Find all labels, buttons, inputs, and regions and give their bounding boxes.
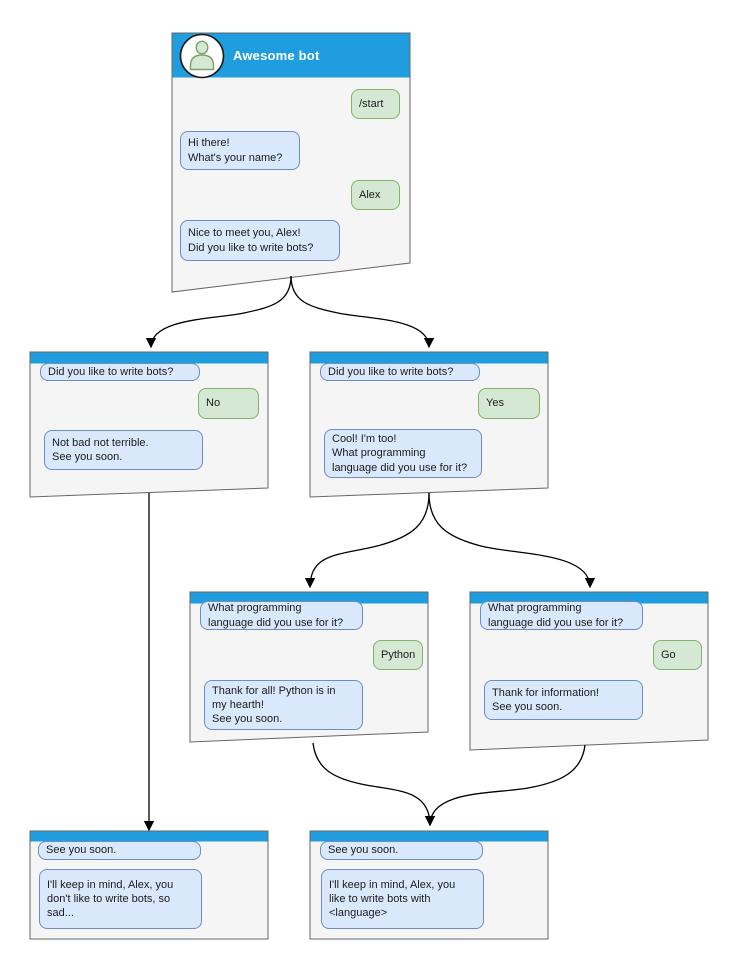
avatar [179, 33, 225, 79]
bot-message-bubble: Nice to meet you, Alex! Did you like to … [180, 220, 340, 261]
flow-arrow-start-to-no [145, 275, 292, 349]
bot-title: Awesome bot [233, 48, 320, 63]
bot-message-bubble: Did you like to write bots? [40, 363, 200, 381]
window-header-bar-branch-no [30, 352, 268, 364]
bot-message-bubble: What programming language did you use fo… [480, 601, 643, 630]
flow-arrow-go-to-end [424, 744, 586, 827]
bot-message-bubble: Cool! I'm too! What programming language… [324, 429, 482, 478]
window-header-bar-end-yes [310, 831, 548, 842]
person-icon [189, 40, 215, 71]
flow-arrow-python-to-end [312, 742, 436, 827]
user-message-bubble: Go [653, 640, 702, 670]
window-header-bar-branch-python [190, 592, 428, 604]
bot-message-bubble: Hi there! What's your name? [180, 131, 300, 170]
bot-message-bubble: Did you like to write bots? [320, 363, 480, 381]
bot-message-bubble: I'll keep in mind, Alex, you don't like … [39, 869, 202, 929]
user-message-bubble: No [198, 388, 259, 419]
bot-message-bubble: What programming language did you use fo… [200, 601, 363, 630]
bot-message-bubble: I'll keep in mind, Alex, you like to wri… [321, 869, 484, 929]
bot-message-bubble: See you soon. [320, 841, 483, 860]
bot-message-bubble: Thank for all! Python is in my hearth! S… [204, 680, 363, 730]
bot-message-bubble: See you soon. [38, 841, 201, 860]
user-message-bubble: Python [373, 640, 423, 670]
window-header-bar-branch-yes [310, 352, 548, 364]
user-message-bubble: Alex [351, 180, 400, 210]
window-header-bar-end-no [30, 831, 268, 842]
flow-arrow-yes-to-go [428, 492, 596, 589]
flow-arrow-start-to-yes [290, 275, 435, 349]
bot-message-bubble: Thank for information! See you soon. [484, 680, 643, 720]
window-header-bar-branch-go [470, 592, 708, 604]
flow-arrow-yes-to-python [304, 492, 430, 589]
bot-message-bubble: Not bad not terrible. See you soon. [44, 430, 203, 470]
user-message-bubble: Yes [478, 388, 540, 419]
user-message-bubble: /start [351, 89, 400, 119]
